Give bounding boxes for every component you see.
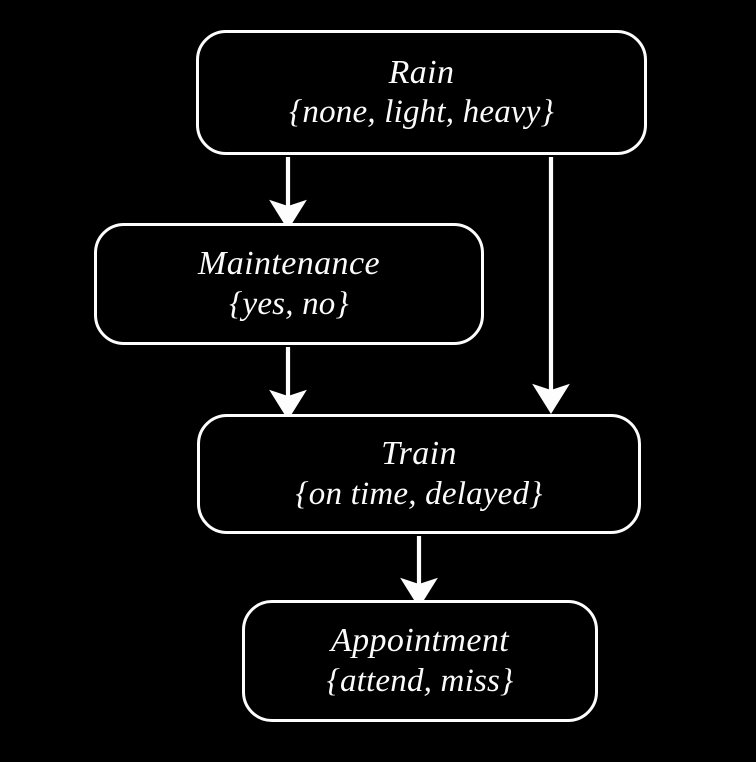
node-appointment-domain: {attend, miss}: [326, 662, 514, 699]
node-maintenance-name: Maintenance: [198, 245, 380, 283]
node-maintenance[interactable]: Maintenance {yes, no}: [94, 223, 484, 345]
node-rain[interactable]: Rain {none, light, heavy}: [196, 30, 647, 155]
node-appointment-name: Appointment: [330, 622, 510, 660]
node-train-domain: {on time, delayed}: [295, 475, 543, 512]
node-train[interactable]: Train {on time, delayed}: [197, 414, 641, 534]
node-rain-domain: {none, light, heavy}: [289, 94, 554, 131]
node-maintenance-domain: {yes, no}: [229, 285, 349, 322]
node-train-name: Train: [381, 435, 457, 473]
node-appointment[interactable]: Appointment {attend, miss}: [242, 600, 598, 722]
node-rain-name: Rain: [388, 53, 455, 91]
